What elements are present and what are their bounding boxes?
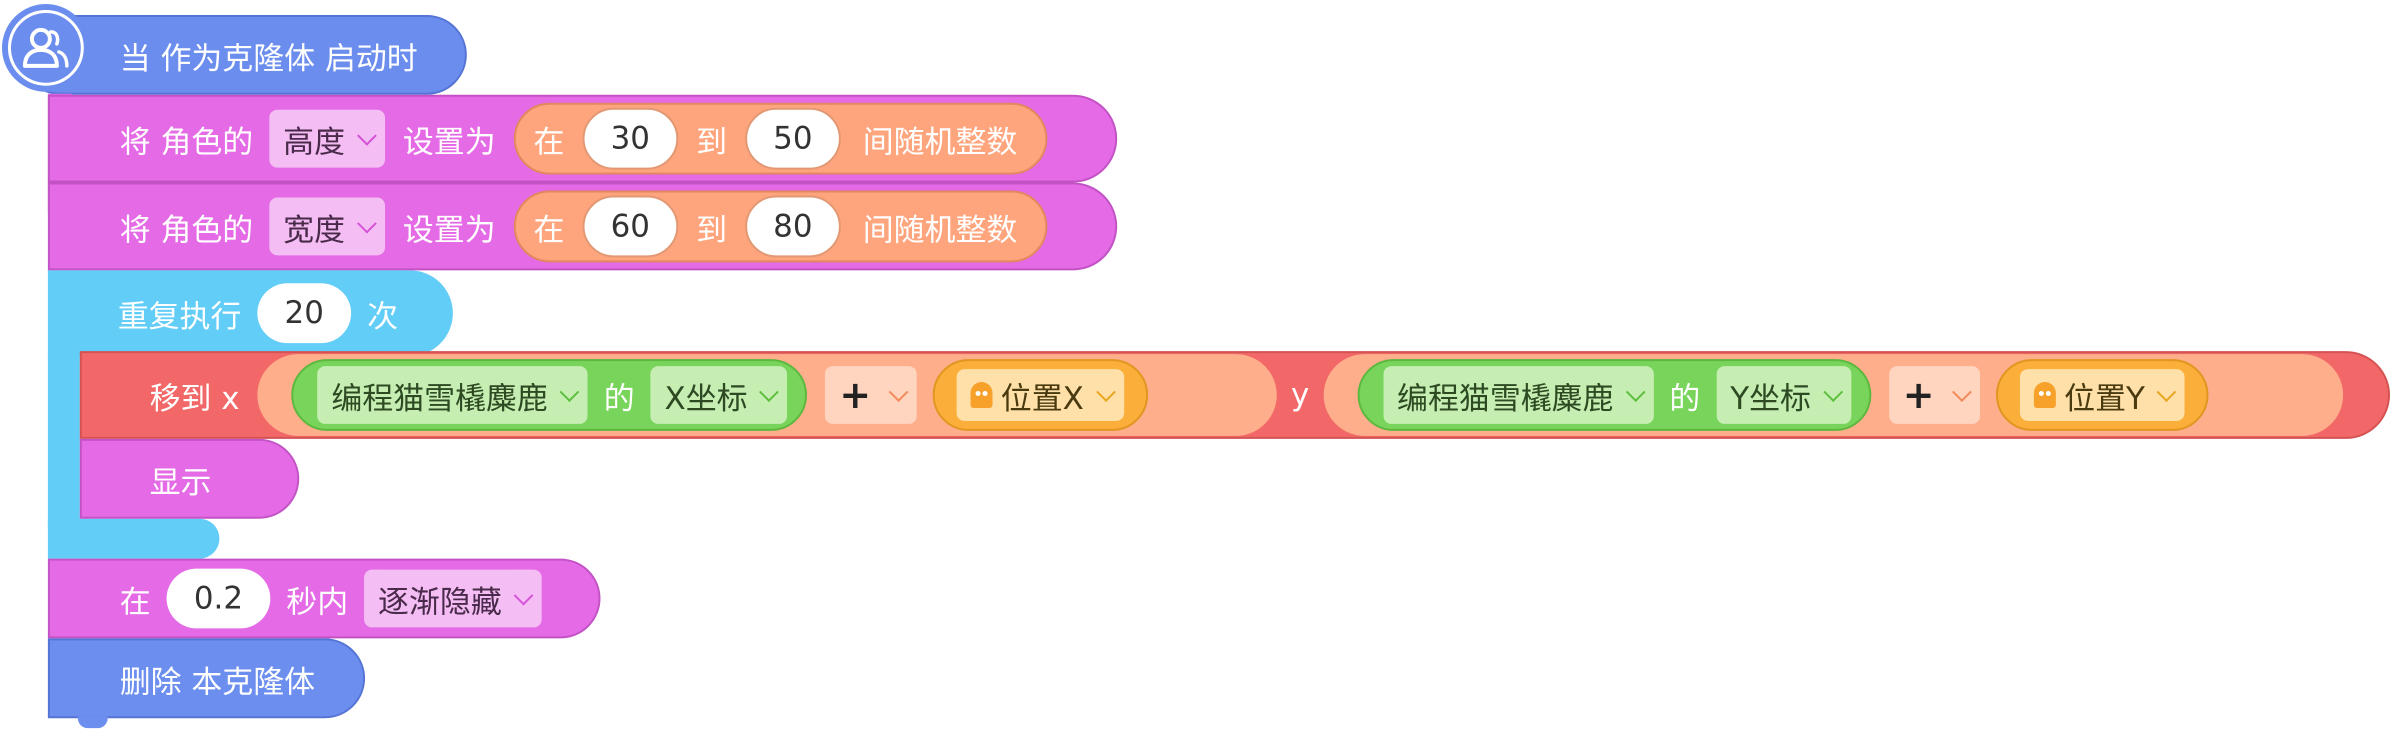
x-variable-reporter[interactable]: 位置X — [932, 359, 1148, 431]
chevron-down-icon — [1095, 382, 1116, 403]
ghost-icon — [2034, 382, 2057, 408]
chevron-down-icon — [513, 585, 534, 606]
random-suffix-label: 间随机整数 — [862, 211, 1018, 248]
random-min-input[interactable]: 60 — [582, 195, 679, 258]
show-label: 显示 — [149, 464, 212, 501]
random-in-label: 在 — [533, 124, 565, 161]
random-max-input[interactable]: 80 — [744, 195, 841, 258]
move-to-y-label: y — [1290, 377, 1310, 413]
sprite-dropdown-value: 编程猫雪橇麋鹿 — [1397, 380, 1614, 417]
show-block[interactable]: 显示 — [79, 438, 300, 519]
repeat-suffix: 次 — [367, 298, 399, 335]
sprite-dropdown[interactable]: 编程猫雪橇麋鹿 — [317, 366, 588, 424]
set-prop-prefix: 将 角色的 — [119, 211, 254, 248]
hat-block-when-clone-starts[interactable]: 当 作为克隆体 启动时 — [19, 14, 467, 95]
repeat-c-arm — [47, 354, 80, 529]
chevron-down-icon — [1822, 382, 1843, 403]
delete-clone-block[interactable]: 删除 本克隆体 — [47, 638, 366, 719]
ghost-icon — [970, 382, 993, 408]
random-to-label: 到 — [696, 124, 728, 161]
fade-block[interactable]: 在 0.2 秒内 逐渐隐藏 — [47, 558, 601, 639]
random-int-reporter[interactable]: 在 30 到 50 间随机整数 — [513, 102, 1048, 175]
attr-dropdown-value: X坐标 — [664, 380, 748, 417]
chevron-down-icon — [1625, 382, 1646, 403]
y-sprite-attr-reporter[interactable]: 编程猫雪橇麋鹿 的 Y坐标 — [1357, 359, 1871, 431]
sprite-dropdown[interactable]: 编程猫雪橇麋鹿 — [1383, 366, 1654, 424]
random-int-reporter[interactable]: 在 60 到 80 间随机整数 — [513, 190, 1048, 263]
y-add-reporter[interactable]: 编程猫雪橇麋鹿 的 Y坐标 + 位置Y — [1323, 354, 2343, 436]
set-to-label: 设置为 — [402, 124, 496, 161]
x-add-reporter[interactable]: 编程猫雪橇麋鹿 的 X坐标 + 位置X — [257, 354, 1277, 436]
chevron-down-icon — [2156, 382, 2177, 403]
operator-dropdown[interactable]: + — [1888, 366, 1981, 424]
fade-effect-value: 逐渐隐藏 — [378, 584, 502, 620]
random-suffix-label: 间随机整数 — [862, 124, 1018, 161]
random-in-label: 在 — [533, 211, 565, 248]
set-to-label: 设置为 — [402, 211, 496, 248]
block-notch — [77, 716, 108, 729]
fade-effect-dropdown[interactable]: 逐渐隐藏 — [364, 569, 542, 628]
of-label: 的 — [1669, 380, 1701, 417]
set-width-block[interactable]: 将 角色的 宽度 设置为 在 60 到 80 间随机整数 — [47, 182, 1118, 271]
variable-dropdown-value: 位置Y — [2064, 380, 2145, 417]
fade-suffix-label: 秒内 — [286, 584, 349, 620]
random-max-input[interactable]: 50 — [744, 107, 841, 170]
chevron-down-icon — [356, 213, 377, 234]
property-dropdown[interactable]: 宽度 — [269, 197, 385, 256]
variable-dropdown[interactable]: 位置X — [956, 369, 1124, 421]
x-sprite-attr-reporter[interactable]: 编程猫雪橇麋鹿 的 X坐标 — [291, 359, 808, 431]
property-dropdown-value: 高度 — [283, 124, 345, 161]
delete-clone-label: 删除 本克隆体 — [119, 663, 316, 700]
property-dropdown-value: 宽度 — [283, 211, 345, 248]
attr-dropdown-value: Y坐标 — [1730, 380, 1811, 417]
chevron-down-icon — [559, 382, 580, 403]
move-to-x-label: 移到 x — [149, 380, 240, 417]
attr-dropdown[interactable]: Y坐标 — [1716, 366, 1851, 424]
property-dropdown[interactable]: 高度 — [269, 109, 385, 168]
hat-block-label: 当 作为克隆体 启动时 — [119, 40, 418, 77]
operator-dropdown[interactable]: + — [825, 366, 917, 424]
set-prop-prefix: 将 角色的 — [119, 124, 254, 161]
chevron-down-icon — [888, 382, 909, 403]
operator-dropdown-value: + — [1902, 373, 1935, 417]
variable-dropdown[interactable]: 位置Y — [2020, 369, 2185, 421]
chevron-down-icon — [1952, 382, 1973, 403]
variable-dropdown-value: 位置X — [1000, 380, 1084, 417]
operator-dropdown-value: + — [839, 373, 872, 417]
repeat-content: 重复执行 20 次 — [118, 270, 398, 356]
repeat-c-foot — [47, 518, 220, 559]
sprite-dropdown-value: 编程猫雪橇麋鹿 — [331, 380, 548, 417]
random-min-input[interactable]: 30 — [582, 107, 679, 170]
move-to-xy-block[interactable]: 移到 x 编程猫雪橇麋鹿 的 X坐标 + 位 — [79, 351, 2391, 439]
clone-user-icon — [1, 3, 90, 92]
y-variable-reporter[interactable]: 位置Y — [1996, 359, 2209, 431]
attr-dropdown[interactable]: X坐标 — [650, 366, 788, 424]
of-label: 的 — [603, 380, 635, 417]
repeat-count-input[interactable]: 20 — [257, 283, 352, 344]
chevron-down-icon — [759, 382, 780, 403]
chevron-down-icon — [356, 125, 377, 146]
repeat-label: 重复执行 — [117, 298, 242, 335]
fade-seconds-input[interactable]: 0.2 — [166, 568, 271, 629]
fade-in-label: 在 — [119, 584, 151, 620]
random-to-label: 到 — [696, 211, 728, 248]
repeat-block[interactable] — [47, 270, 453, 357]
set-height-block[interactable]: 将 角色的 高度 设置为 在 30 到 50 间随机整数 — [47, 94, 1118, 183]
